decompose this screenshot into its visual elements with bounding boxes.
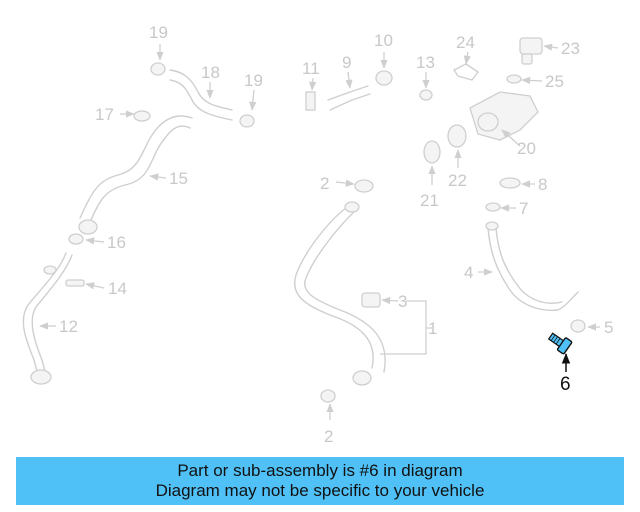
- callout-3: 3: [398, 292, 407, 311]
- callout-14: 14: [108, 279, 127, 298]
- callout-23: 23: [561, 39, 580, 58]
- part-20-housing: [469, 91, 539, 141]
- part-25-ring: [506, 74, 522, 84]
- callout-6-highlighted: 6: [560, 374, 571, 395]
- part-23-sensor: [519, 37, 543, 65]
- info-banner: Part or sub-assembly is #6 in diagram Di…: [16, 457, 624, 505]
- part-14-bolt: [65, 279, 85, 287]
- callout-17: 17: [95, 105, 114, 124]
- part-22-gasket: [447, 124, 467, 148]
- callout-25: 25: [545, 72, 564, 91]
- callout-9: 9: [342, 53, 351, 72]
- callout-2a: 2: [320, 174, 329, 193]
- callout-13: 13: [416, 53, 435, 72]
- callout-1: 1: [428, 319, 437, 338]
- callout-8: 8: [538, 175, 547, 194]
- part-18-hose: [169, 69, 233, 121]
- callout-12: 12: [59, 317, 78, 336]
- part-11-sensor: [305, 91, 316, 111]
- callout-19b: 19: [244, 71, 263, 90]
- callout-10: 10: [374, 31, 393, 50]
- callout-7: 7: [519, 199, 528, 218]
- part-19b-clamp: [239, 114, 255, 128]
- callout-20: 20: [517, 139, 536, 158]
- callout-24: 24: [456, 33, 475, 52]
- callout-15: 15: [169, 169, 188, 188]
- part-19a-clamp: [150, 62, 166, 76]
- part-8-gasket: [499, 177, 521, 189]
- part-16-clamp: [68, 233, 84, 245]
- parts-diagram: 19 18 19 17 15 16 14 12 11 9 10 13 24 23…: [22, 23, 613, 446]
- callout-16: 16: [107, 233, 126, 252]
- part-21-gasket: [423, 140, 441, 164]
- callout-18: 18: [201, 63, 220, 82]
- part-4-pipe: [485, 221, 579, 312]
- part-3-bracket: [361, 292, 381, 308]
- callout-19a: 19: [149, 23, 168, 42]
- part-9-hose: [327, 85, 371, 111]
- leader-lines: [39, 43, 600, 420]
- callout-numbers: 19 18 19 17 15 16 14 12 11 9 10 13 24 23…: [59, 23, 613, 446]
- part-7-washer: [485, 202, 501, 212]
- callout-22: 22: [448, 171, 467, 190]
- part-6-bolt-highlighted[interactable]: [546, 330, 573, 355]
- part-1-hose: [294, 201, 386, 386]
- banner-line-2: Diagram may not be specific to your vehi…: [155, 481, 485, 500]
- part-24-clip: [453, 63, 479, 81]
- banner-line-1: Part or sub-assembly is #6 in diagram: [177, 461, 463, 480]
- part-13-washer: [419, 89, 433, 101]
- callout-2b: 2: [324, 427, 333, 446]
- callout-11: 11: [302, 59, 320, 78]
- part-17-clamp: [133, 110, 151, 122]
- part-10-clamp: [375, 70, 393, 86]
- callout-5: 5: [604, 318, 613, 337]
- part-5-nut: [570, 319, 586, 333]
- callout-4: 4: [464, 263, 473, 282]
- part-2-clamp-upper: [354, 179, 374, 193]
- part-12-pipe: [22, 252, 73, 385]
- part-2-clamp-lower: [320, 389, 336, 403]
- callout-21: 21: [420, 191, 439, 210]
- part-15-hose: [78, 115, 193, 235]
